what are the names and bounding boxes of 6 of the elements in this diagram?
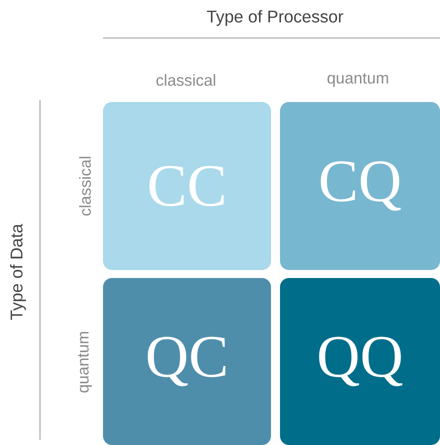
quadrant-box: CC [103,102,271,270]
axis-title: Type of Processor [206,10,344,26]
quadrant-box: CQ [280,102,440,270]
quadrant-box: QC [103,278,271,445]
quadrant-box: QQ [280,278,440,445]
axis-title: Type of Data [10,224,26,320]
